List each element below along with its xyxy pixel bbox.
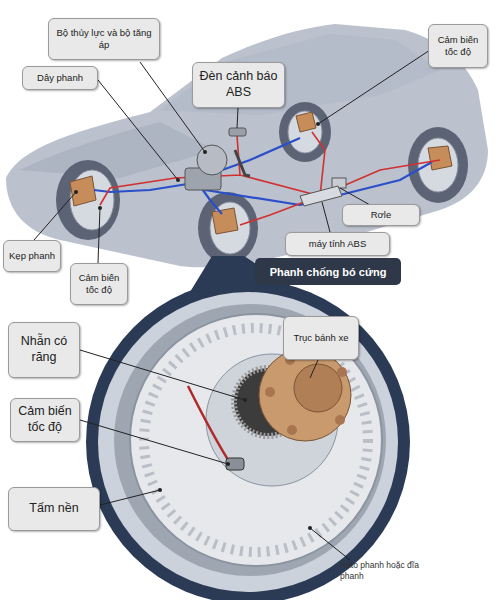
section-banner: Phanh chống bó cứng xyxy=(255,258,401,285)
wheel xyxy=(56,160,120,240)
caliper xyxy=(70,176,96,206)
brake-line xyxy=(94,138,432,214)
leader-dot xyxy=(243,398,247,402)
hub-center xyxy=(294,364,342,412)
leader-dot xyxy=(308,526,312,530)
brake-disc xyxy=(288,111,322,153)
leader-line xyxy=(34,192,76,240)
brake-pedal xyxy=(235,150,250,176)
part-label: Cảm biến tốc độ xyxy=(433,34,483,58)
leader-line xyxy=(80,350,245,400)
caliper xyxy=(296,112,316,132)
callout-box: Trục bánh xe xyxy=(283,316,359,360)
inset-background xyxy=(98,292,398,592)
leader-dot xyxy=(203,150,207,154)
wheel-stud xyxy=(265,387,275,397)
leader-line xyxy=(80,420,228,464)
leader-line xyxy=(318,50,430,124)
part-label: Tấm nền xyxy=(29,501,78,517)
part-label: Đèn cảnh báo ABS xyxy=(197,69,280,100)
wheel-hub xyxy=(259,349,351,441)
part-label: Kẹp phanh xyxy=(9,250,55,262)
leader-line xyxy=(98,208,100,263)
leader-dot xyxy=(158,488,162,492)
leader-dot xyxy=(98,206,102,210)
backing-plate xyxy=(114,304,386,576)
inset-ring xyxy=(86,280,410,600)
wheel-stud xyxy=(287,425,297,435)
part-label: Cảm biến tốc độ xyxy=(15,404,75,435)
warning-light xyxy=(229,128,246,136)
caliper xyxy=(428,146,452,170)
part-label: máy tính ABS xyxy=(309,238,367,250)
leader-line xyxy=(100,490,160,505)
leader-dot xyxy=(176,178,180,182)
leader-line xyxy=(310,528,350,560)
caliper xyxy=(212,208,238,234)
wheel xyxy=(198,192,258,264)
leader-dot xyxy=(316,122,320,126)
leader-line xyxy=(237,108,238,128)
leader-line xyxy=(322,202,330,232)
rotor-vents xyxy=(144,328,368,552)
brake-disc xyxy=(210,202,250,254)
callout-box: Cảm biến tốc độ xyxy=(428,24,488,68)
callout-box: Kẹp phanh xyxy=(3,240,61,272)
brake-rotor xyxy=(130,314,382,566)
callout-box: Rơle xyxy=(342,204,420,226)
callout-box: Bộ thủy lực và bộ tăng áp xyxy=(48,18,160,60)
part-label: Cảm biến tốc độ xyxy=(75,272,123,296)
part-label: Rơle xyxy=(371,209,391,221)
part-label: Phanh chống bó cứng xyxy=(270,266,387,278)
car-body xyxy=(6,24,488,267)
part-label: Bộ thủy lực và bộ tăng áp xyxy=(53,27,155,51)
speed-sensor xyxy=(226,458,244,470)
brake-disc xyxy=(418,138,458,192)
leader-line xyxy=(340,188,370,205)
part-label: Rôto phanh hoặc đĩa phanh xyxy=(340,560,422,582)
part-label: Nhẫn có răng xyxy=(13,334,75,365)
callout-box: Cảm biến tốc độ xyxy=(70,263,128,305)
callout-box: Đèn cảnh báo ABS xyxy=(192,62,285,108)
callout-box: Nhẫn có răng xyxy=(8,322,80,378)
wheel xyxy=(408,127,468,203)
leader-line xyxy=(98,80,178,180)
wheel xyxy=(279,102,331,162)
callout-box: máy tính ABS xyxy=(285,232,390,256)
callout-box: Dây phanh xyxy=(22,66,98,90)
callout-box: Cảm biến tốc độ xyxy=(10,398,80,442)
part-label: Dây phanh xyxy=(37,72,83,84)
brake-booster xyxy=(197,145,227,175)
wheel-stud xyxy=(337,367,347,377)
part-label: Trục bánh xe xyxy=(293,332,348,344)
callout-box: Tấm nền xyxy=(8,487,100,531)
relay xyxy=(332,178,346,188)
wheel-stud xyxy=(335,415,345,425)
leader-line xyxy=(310,360,318,378)
leader-dot xyxy=(74,190,78,194)
leader-lines xyxy=(34,50,430,560)
brake-disc xyxy=(70,170,114,230)
leader-dot xyxy=(226,462,230,466)
abs-computer xyxy=(300,186,342,206)
